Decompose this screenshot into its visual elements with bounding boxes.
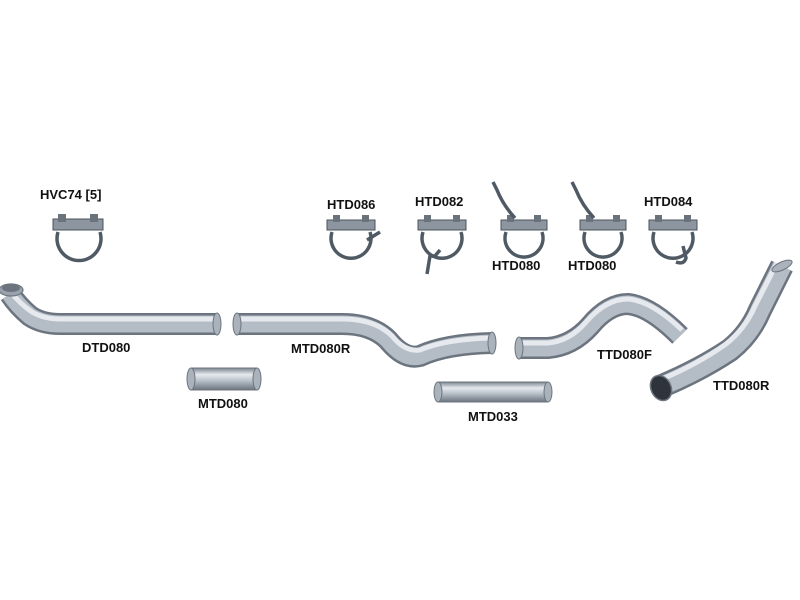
label-ttd080r: TTD080R	[713, 378, 770, 393]
label-htd080-b: HTD080	[568, 258, 617, 273]
label-ttd080f: TTD080F	[597, 347, 652, 362]
label-mtd080: MTD080	[198, 396, 248, 411]
clamp-htd084	[648, 215, 698, 265]
clamp-htd080-a	[491, 181, 548, 259]
label-htd082: HTD082	[415, 194, 464, 209]
pipe-ttd080r	[649, 259, 793, 402]
pipe-mtd033	[433, 381, 553, 403]
pipe-mtd080r	[232, 312, 497, 368]
label-mtd033: MTD033	[468, 409, 518, 424]
clamp-htd080-b	[570, 181, 627, 259]
label-htd086: HTD086	[327, 197, 376, 212]
clamp-hvc74	[52, 214, 104, 263]
pipe-mtd080	[186, 367, 262, 391]
clamp-htd082	[417, 215, 467, 275]
label-hvc74: HVC74 [5]	[40, 187, 102, 202]
pipe-ttd080f	[514, 292, 688, 360]
label-dtd080: DTD080	[82, 340, 131, 355]
clamp-htd086	[326, 215, 381, 260]
pipe-dtd080	[0, 283, 222, 336]
label-mtd080r: MTD080R	[291, 341, 351, 356]
label-htd084: HTD084	[644, 194, 693, 209]
label-htd080-a: HTD080	[492, 258, 541, 273]
